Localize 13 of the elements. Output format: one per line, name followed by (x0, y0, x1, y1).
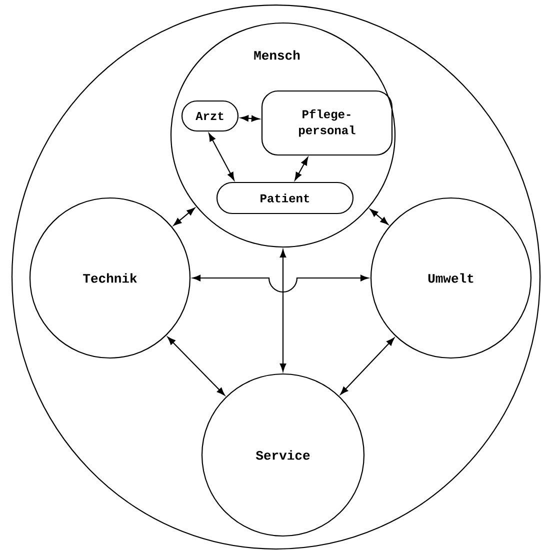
arrow (340, 338, 394, 395)
arrow (192, 274, 369, 293)
arrow (208, 133, 234, 180)
rounded-box: Patient (216, 182, 354, 214)
arrow (167, 336, 225, 396)
arrow (240, 115, 260, 122)
arrow (294, 157, 308, 180)
outer-circle (11, 4, 541, 550)
rounded-box: Arzt (181, 100, 239, 132)
rounded-box: Pflege- personal (261, 90, 393, 156)
arrow (173, 208, 195, 226)
arrow (370, 208, 388, 225)
arrow (280, 249, 286, 372)
